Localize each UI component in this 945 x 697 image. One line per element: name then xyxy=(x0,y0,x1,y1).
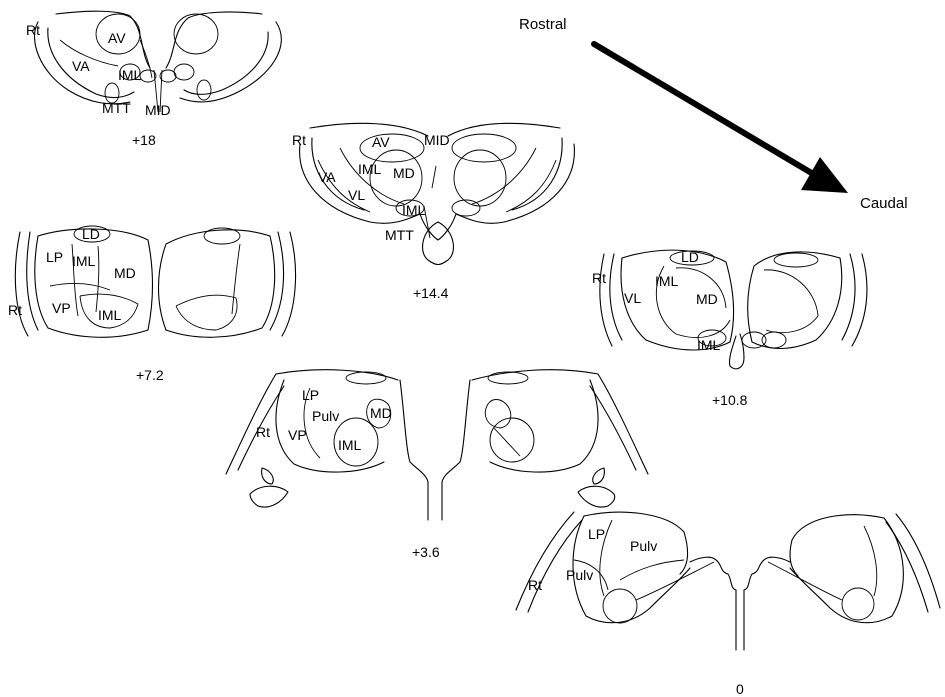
section-plus14-4-label-rt: Rt xyxy=(292,132,306,148)
section-plus3-6: LP Pulv MD Rt VP IML +3.6 xyxy=(226,370,648,560)
section-plus3-6-caption: +3.6 xyxy=(412,544,440,560)
section-zero-label-lp: LP xyxy=(588,526,605,542)
section-plus10-8: LD Rt IML VL MD IML +10.8 xyxy=(592,249,867,408)
section-plus10-8-label-iml-bottom: IML xyxy=(697,337,721,353)
section-plus14-4: Rt AV MID IML MD VA VL IML MTT +14.4 xyxy=(292,123,574,301)
section-plus10-8-caption: +10.8 xyxy=(712,392,748,408)
section-plus7-2-caption: +7.2 xyxy=(136,367,164,383)
section-plus14-4-label-av: AV xyxy=(372,134,390,150)
section-plus3-6-label-iml: IML xyxy=(338,437,362,453)
section-plus14-4-label-vl: VL xyxy=(348,187,365,203)
section-plus18-label-iml: IML xyxy=(118,67,142,83)
section-plus14-4-label-md: MD xyxy=(393,165,415,181)
section-zero-label-rt: Rt xyxy=(528,577,542,593)
section-plus10-8-outlines xyxy=(600,250,867,369)
section-plus3-6-outlines xyxy=(226,370,648,520)
section-plus14-4-label-iml-top: IML xyxy=(358,161,382,177)
section-plus7-2-label-rt: Rt xyxy=(8,302,22,318)
section-zero-label-pulv-left: Pulv xyxy=(566,567,593,583)
section-plus7-2-label-vp: VP xyxy=(52,300,71,316)
section-plus14-4-label-mid: MID xyxy=(424,132,450,148)
section-plus14-4-label-mtt: MTT xyxy=(385,227,414,243)
section-plus3-6-label-pulv: Pulv xyxy=(312,408,339,424)
section-plus7-2-label-lp: LP xyxy=(46,249,63,265)
section-plus7-2: LD LP IML MD Rt VP IML +7.2 xyxy=(8,226,296,383)
section-plus7-2-outlines xyxy=(15,226,295,337)
section-zero: LP Pulv Pulv Rt 0 xyxy=(516,512,940,697)
section-plus7-2-label-md: MD xyxy=(114,265,136,281)
section-plus18-label-rt: Rt xyxy=(26,22,40,38)
caudal-label: Caudal xyxy=(860,195,908,212)
section-plus18: Rt AV VA IML MTT MID +18 xyxy=(26,11,281,148)
section-plus18-label-mtt: MTT xyxy=(102,100,131,116)
section-plus10-8-label-md: MD xyxy=(696,291,718,307)
rostral-caudal-arrow xyxy=(594,44,848,193)
section-zero-label-pulv-top: Pulv xyxy=(630,538,657,554)
section-plus3-6-label-vp: VP xyxy=(288,427,307,443)
section-plus18-caption: +18 xyxy=(132,132,156,148)
section-plus10-8-label-rt: Rt xyxy=(592,270,606,286)
section-plus10-8-label-iml-top: IML xyxy=(655,273,679,289)
section-plus3-6-label-rt: Rt xyxy=(256,424,270,440)
section-plus7-2-label-ld: LD xyxy=(82,226,100,242)
section-plus14-4-label-iml-bottom: IML xyxy=(402,202,426,218)
section-plus3-6-label-md: MD xyxy=(370,405,392,421)
section-plus14-4-caption: +14.4 xyxy=(413,285,449,301)
section-plus7-2-label-iml-top: IML xyxy=(72,253,96,269)
section-zero-caption: 0 xyxy=(736,681,744,697)
section-plus18-label-mid: MID xyxy=(145,102,171,118)
section-plus18-label-av: AV xyxy=(108,30,126,46)
section-plus10-8-label-vl: VL xyxy=(624,290,641,306)
section-plus10-8-label-ld: LD xyxy=(681,249,699,265)
rostral-label: Rostral xyxy=(519,16,567,33)
section-plus14-4-label-va: VA xyxy=(318,169,336,185)
section-plus3-6-label-lp: LP xyxy=(302,387,319,403)
section-plus18-label-va: VA xyxy=(72,58,90,74)
section-plus7-2-label-iml-bottom: IML xyxy=(98,307,122,323)
